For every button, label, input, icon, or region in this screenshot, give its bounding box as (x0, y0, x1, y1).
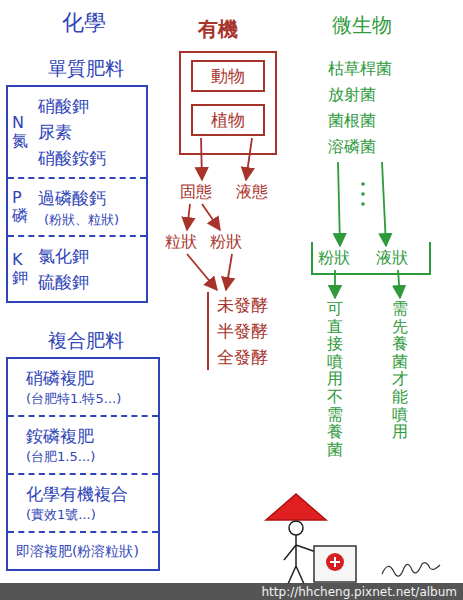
column-title: 化學 (62, 8, 106, 38)
section-tag: K 鉀 (12, 251, 28, 286)
list-item: 全發酵 (217, 344, 268, 370)
state-label: 固態 (180, 182, 212, 202)
section-items: 硝酸鉀尿素硝酸銨鈣 (38, 93, 138, 171)
fertilizer-name: 尿素 (38, 119, 138, 145)
usage-note: 需先養菌才能噴用 (392, 300, 408, 441)
source-box: 植物 (191, 104, 265, 136)
group-heading: 單質肥料 (6, 56, 148, 80)
arrow-connector (334, 270, 336, 298)
group-heading: 複合肥料 (6, 328, 160, 352)
compound-item: 銨磷複肥(台肥1.5...) (8, 415, 158, 473)
fertilizer-name: 硝磷複肥 (16, 366, 150, 390)
fertilizer-name: 即溶複肥(粉溶粒狀) (16, 540, 150, 562)
ellipsis-dots (361, 182, 365, 206)
arrow-connector (338, 162, 340, 246)
signature-scribble (382, 563, 440, 577)
list-item: 枯草桿菌 (328, 56, 392, 82)
fermentation-list: 未發酵半發酵全發酵 (207, 292, 268, 370)
arrow-connector (187, 254, 217, 290)
item-note: (粉狀、粒狀) (38, 211, 138, 229)
node-text: 液狀 (376, 248, 408, 268)
list-item: 溶磷菌 (328, 134, 392, 160)
section-items: 過磷酸鈣(粉狀、粒狀) (38, 185, 138, 229)
box-text: 植物 (193, 109, 263, 131)
element-tag: P 磷 (12, 189, 28, 224)
arrow-connector (187, 204, 190, 230)
arrow-connector (246, 138, 252, 180)
list-item: 菌根菌 (328, 108, 392, 134)
section-tag: N 氮 (12, 114, 28, 149)
node-text: 粒狀 (165, 232, 197, 252)
fertilizer-group: 複合肥料硝磷複肥(台肥特1.特5...)銨磷複肥(台肥1.5...)化學有機複合… (6, 328, 160, 571)
group-frame: 硝磷複肥(台肥特1.特5...)銨磷複肥(台肥1.5...)化學有機複合(實效1… (6, 357, 160, 571)
form-label: 液狀 (376, 248, 408, 268)
node-text: 液態 (236, 182, 268, 202)
nutrient-section: K 鉀氯化鉀硫酸鉀 (8, 235, 146, 301)
compound-item: 硝磷複肥(台肥特1.特5...) (8, 359, 158, 415)
nutrient-section: P 磷過磷酸鈣(粉狀、粒狀) (8, 177, 146, 235)
bracket (312, 242, 430, 274)
vertical-text: 需先養菌才能噴用 (392, 300, 408, 441)
fertilizer-name: 化學有機複合 (16, 482, 150, 506)
watermark-band (0, 583, 463, 600)
section-items: 氯化鉀硫酸鉀 (38, 243, 138, 295)
arrow-connector (382, 162, 386, 246)
box-text: 動物 (193, 65, 263, 87)
node-text: 粉狀 (210, 232, 242, 252)
watermark: http://hhcheng.pixnet.net/album (262, 584, 458, 600)
list-item: 未發酵 (217, 292, 268, 318)
arrow-connector (226, 254, 232, 290)
farmer-figure (266, 494, 356, 584)
list-item: 放射菌 (328, 82, 392, 108)
fertilizer-name: 氯化鉀 (38, 243, 138, 269)
fertilizer-name: 硫酸鉀 (38, 269, 138, 295)
column-title: 有機 (198, 16, 238, 43)
element-tag: K 鉀 (12, 251, 28, 286)
fertilizer-name: 過磷酸鈣 (38, 185, 138, 211)
compound-item: 即溶複肥(粉溶粒狀) (8, 531, 158, 569)
item-note: (實效1號...) (16, 506, 150, 524)
organic-frame (180, 52, 276, 154)
vertical-text: 可直接噴用不需養菌 (327, 300, 343, 458)
form-label: 粒狀 (165, 232, 197, 252)
state-label: 液態 (236, 182, 268, 202)
list-item: 半發酵 (217, 318, 268, 344)
element-tag: N 氮 (12, 114, 28, 149)
microbe-list: 枯草桿菌放射菌菌根菌溶磷菌 (328, 56, 392, 160)
usage-note: 可直接噴用不需養菌 (327, 300, 343, 458)
node-text: 固態 (180, 182, 212, 202)
section-tag: P 磷 (12, 189, 28, 224)
arrow-connector (201, 138, 202, 180)
fertilizer-name: 硝酸鉀 (38, 93, 138, 119)
fertilizer-name: 銨磷複肥 (16, 424, 150, 448)
column-title: 微生物 (332, 12, 392, 39)
arrow-connector (202, 204, 220, 230)
group-frame: N 氮硝酸鉀尿素硝酸銨鈣P 磷過磷酸鈣(粉狀、粒狀)K 鉀氯化鉀硫酸鉀 (6, 85, 148, 303)
arrow-connector (398, 270, 400, 298)
form-label: 粉狀 (210, 232, 242, 252)
source-box: 動物 (191, 60, 265, 92)
fertilizer-group: 單質肥料N 氮硝酸鉀尿素硝酸銨鈣P 磷過磷酸鈣(粉狀、粒狀)K 鉀氯化鉀硫酸鉀 (6, 56, 148, 303)
node-text: 粉狀 (318, 248, 350, 268)
compound-item: 化學有機複合(實效1號...) (8, 473, 158, 531)
nutrient-section: N 氮硝酸鉀尿素硝酸銨鈣 (8, 87, 146, 177)
fertilizer-name: 硝酸銨鈣 (38, 145, 138, 171)
item-note: (台肥特1.特5...) (16, 390, 150, 408)
form-label: 粉狀 (318, 248, 350, 268)
item-note: (台肥1.5...) (16, 448, 150, 466)
